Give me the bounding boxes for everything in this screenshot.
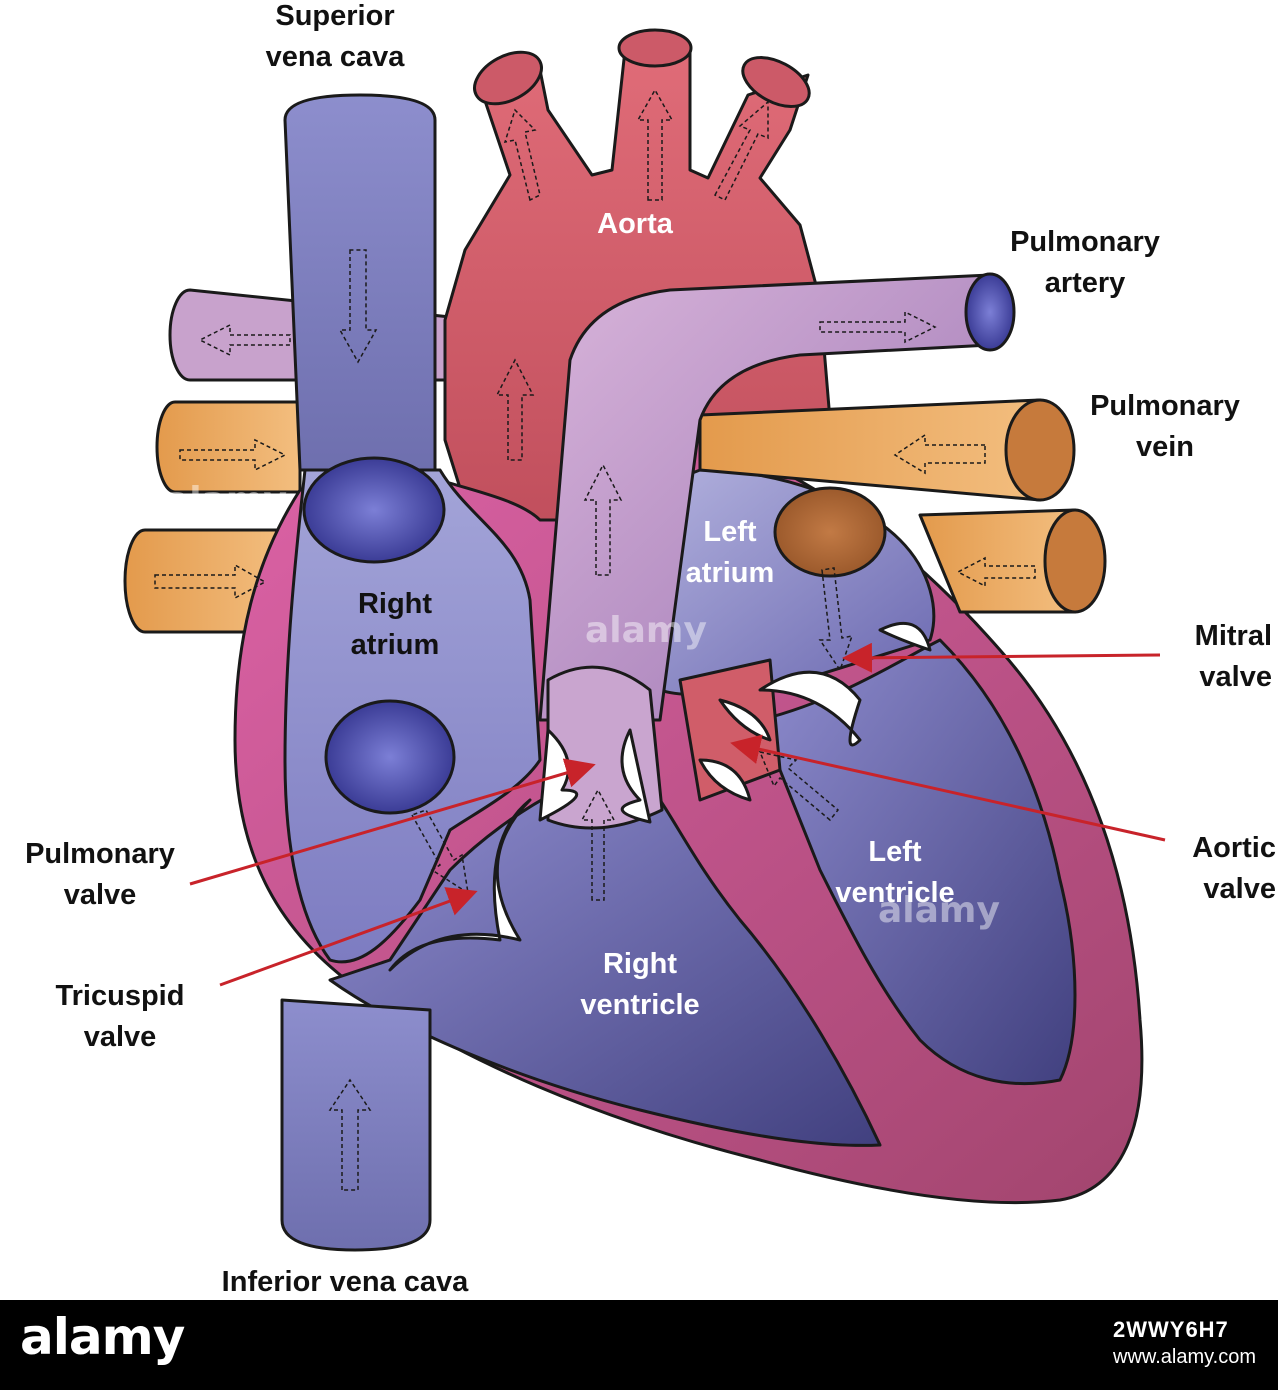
heart-illustration xyxy=(123,28,1166,1252)
label-pulmonary-artery-line-2: artery xyxy=(1044,267,1126,299)
tricuspid-valve-leaflet-1 xyxy=(388,798,532,972)
pulmonary-vein-left-lower xyxy=(123,528,287,634)
pulmonary-valve-cusp-right xyxy=(620,728,652,824)
label-inferior-vena-cava: Inferior vena cava xyxy=(170,1262,520,1300)
brand-meta: 2WWY6H7 www.alamy.com xyxy=(1113,1316,1256,1370)
pulmonary-vein-left-upper xyxy=(155,400,302,494)
label-tricuspid-valve-line-1: Tricuspid xyxy=(55,980,185,1012)
left-ventricle-chamber xyxy=(758,638,1077,1086)
pointer-tricuspid-valve xyxy=(219,887,478,987)
label-right-ventricle-line-1: Right xyxy=(602,948,678,980)
label-mitral-valve-line-1: Mitral xyxy=(1194,620,1272,652)
label-inferior-vena-cava-line-1: Inferior vena cava xyxy=(221,1266,469,1298)
flow-arrow-pa-right xyxy=(819,310,937,344)
pointer-aortic-valve xyxy=(730,734,1166,842)
mitral-valve-leaflet-2 xyxy=(878,621,932,652)
brand-logo: alamy xyxy=(20,1308,185,1366)
label-pulmonary-valve-line-1: Pulmonary xyxy=(25,838,175,870)
label-right-atrium-line-1: Right xyxy=(357,588,433,620)
flow-arrow-pa-left xyxy=(198,323,291,357)
label-left-ventricle-line-2: ventricle xyxy=(835,877,955,909)
label-right-ventricle: Right ventricle xyxy=(540,944,740,1026)
footer-bar: alamy 2WWY6H7 www.alamy.com xyxy=(0,1300,1278,1390)
label-superior-vena-cava-line-2: vena cava xyxy=(265,41,405,73)
aortic-valve-cusp-1 xyxy=(718,698,772,742)
superior-vena-cava-opening xyxy=(302,456,446,564)
heart-diagram: Superior vena cava Aorta Pulmonary arter… xyxy=(0,0,1278,1300)
flow-arrow-ra-to-rv xyxy=(410,809,470,895)
flow-arrow-rv-to-pv xyxy=(580,788,616,901)
image-id: 2WWY6H7 xyxy=(1113,1317,1229,1342)
label-mitral-valve-line-2: valve xyxy=(1199,661,1272,693)
pointer-pulmonary-valve xyxy=(189,758,596,886)
label-right-ventricle-line-2: ventricle xyxy=(580,989,700,1021)
label-left-ventricle-line-1: Left xyxy=(868,836,922,868)
label-pulmonary-valve-line-2: valve xyxy=(63,879,137,911)
flow-arrow-pa-trunk xyxy=(583,463,623,576)
pulmonary-artery-opening xyxy=(964,272,1016,352)
inferior-vena-cava xyxy=(280,998,432,1252)
label-tricuspid-valve-line-2: valve xyxy=(83,1021,157,1053)
label-aorta-line-1: Aorta xyxy=(597,208,673,240)
pulmonary-vein-right-lower-opening xyxy=(1043,508,1107,614)
pulmonary-vein-right-upper-opening xyxy=(1004,398,1076,502)
label-aorta: Aorta xyxy=(560,204,710,245)
aortic-valve-cusp-2 xyxy=(698,758,752,802)
flow-arrow-aorta-trunk xyxy=(495,358,535,461)
label-pulmonary-artery-line-1: Pulmonary xyxy=(1010,226,1160,258)
aorta-opening-left xyxy=(473,50,543,106)
label-pulmonary-vein: Pulmonary vein xyxy=(1050,386,1278,468)
aorta-opening-mid xyxy=(617,28,693,68)
label-left-atrium-line-2: atrium xyxy=(685,557,775,589)
flow-arrow-aorta-left xyxy=(503,108,541,202)
flow-arrow-svc xyxy=(338,249,378,364)
flow-arrow-pv-right-lower xyxy=(956,556,1036,588)
pointer-mitral-valve xyxy=(842,642,1161,673)
flow-arrow-pv-left-lower xyxy=(154,563,267,600)
label-left-atrium-line-1: Left xyxy=(703,516,757,548)
label-aortic-valve: Aortic valve xyxy=(1140,828,1276,910)
label-left-ventricle: Left ventricle xyxy=(800,832,990,914)
label-aortic-valve-line-2: valve xyxy=(1203,873,1276,905)
label-left-atrium: Left atrium xyxy=(660,512,800,594)
brand-url: www.alamy.com xyxy=(1113,1346,1256,1368)
label-right-atrium-line-2: atrium xyxy=(350,629,440,661)
label-superior-vena-cava: Superior vena cava xyxy=(220,0,450,78)
label-superior-vena-cava-line-1: Superior xyxy=(275,0,395,32)
label-right-atrium: Right atrium xyxy=(320,584,470,666)
flow-arrow-pv-left-upper xyxy=(179,438,287,472)
label-tricuspid-valve: Tricuspid valve xyxy=(20,976,220,1058)
label-aortic-valve-line-1: Aortic xyxy=(1192,832,1276,864)
inferior-vena-cava-opening xyxy=(324,699,456,815)
mitral-valve-leaflet-1 xyxy=(758,670,862,747)
aorta-opening-right xyxy=(741,56,811,108)
superior-vena-cava xyxy=(283,93,437,472)
flow-arrow-aorta-mid xyxy=(636,88,674,201)
label-pulmonary-artery: Pulmonary artery xyxy=(965,222,1205,304)
flow-arrow-lv-to-av xyxy=(758,750,840,822)
label-pulmonary-vein-line-2: vein xyxy=(1135,431,1195,463)
label-mitral-valve: Mitral valve xyxy=(1140,616,1272,698)
label-pulmonary-vein-line-1: Pulmonary xyxy=(1090,390,1240,422)
label-pulmonary-valve: Pulmonary valve xyxy=(0,834,200,916)
left-atrium-vein-opening xyxy=(773,486,887,578)
